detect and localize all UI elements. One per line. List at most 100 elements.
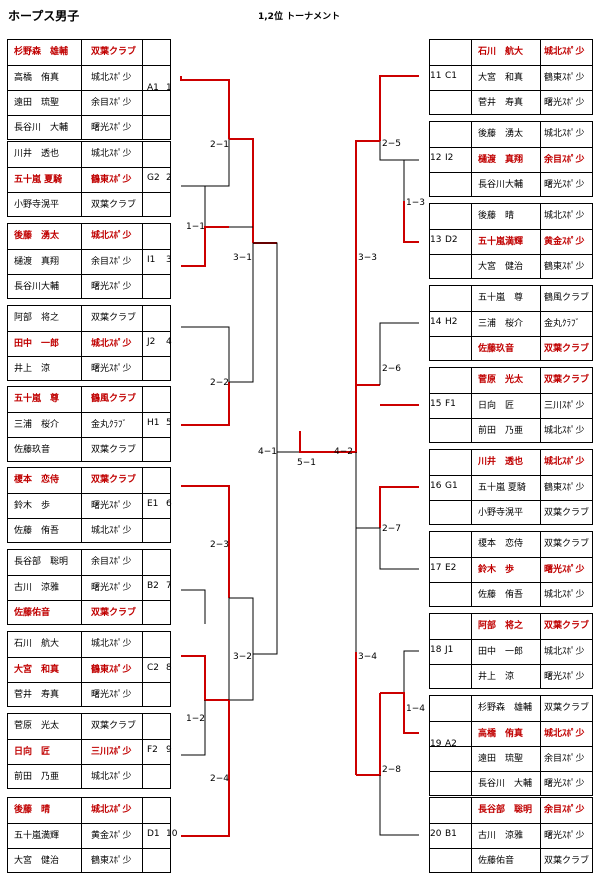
bracket-line [379,528,419,570]
bracket-line [403,159,419,201]
player-row: 井上 涼曙光ｽﾎﾟ少 [8,356,170,381]
player-row: 古川 涼雅曙光ｽﾎﾟ少 [8,575,170,600]
player-row: 五十嵐満輝黄金ｽﾎﾟ少 [8,823,170,848]
player-name: 石川 航大 [478,47,524,57]
column-divider [540,286,541,360]
seed-number: 18 [430,644,442,655]
group-code: C2 [147,662,160,673]
player-club: 城北ｽﾎﾟ少 [91,339,132,349]
player-club: 双葉クラブ [544,508,590,518]
seed-number: 7 [166,580,172,591]
player-name: 後藤 晴 [14,805,51,815]
player-row: 田中 一郎城北ｽﾎﾟ少 [430,639,592,664]
bracket-line-winner [355,140,380,257]
player-name: 川井 透也 [478,457,524,467]
group-code: I1 [147,254,156,265]
player-club: 城北ｽﾎﾟ少 [544,457,585,467]
column-divider [142,306,143,380]
team-block: 石川 航大城北ｽﾎﾟ少大宮 和真鶴東ｽﾎﾟ少菅井 寿真曙光ｽﾎﾟ少 [429,39,593,115]
group-code: D2 [445,234,458,245]
seed-number: 5 [166,417,172,428]
column-divider [540,450,541,524]
match-label: 1−2 [186,714,205,724]
player-row-winner: 大宮 和真鶴東ｽﾎﾟ少 [8,657,170,682]
player-name: 鈴木 歩 [478,565,515,575]
player-row: 高橋 侑真城北ｽﾎﾟ少 [8,65,170,90]
bracket-line-winner [180,76,230,139]
player-row-winner: 鈴木 歩曙光ｽﾎﾟ少 [430,557,592,582]
team-block: 川井 透也城北ｽﾎﾟ少五十嵐 夏騎鶴東ｽﾎﾟ少小野寺滉平双葉クラブ [429,449,593,525]
match-label: 4−1 [258,447,277,457]
player-name: 菅井 寿真 [478,98,524,108]
player-club: 黄金ｽﾎﾟ少 [544,237,585,247]
player-name: 五十嵐満輝 [478,237,524,247]
seed-number: 8 [166,662,172,673]
player-name: 樋渡 真翔 [478,155,524,165]
player-row: 小野寺滉平双葉クラブ [430,500,592,525]
player-club: 金丸ｸﾗﾌﾞ [544,319,581,329]
seed-number: 6 [166,498,172,509]
player-name: 田中 一郎 [14,339,60,349]
player-row-winner: 長谷部 聡明余目ｽﾎﾟ少 [430,798,592,822]
group-code: F2 [147,744,158,755]
player-club: 鶴東ｽﾎﾟ少 [544,73,585,83]
team-block: 阿部 将之双葉クラブ田中 一郎城北ｽﾎﾟ少井上 涼曙光ｽﾎﾟ少 [429,613,593,689]
player-name: 後藤 湧太 [14,231,60,241]
team-block: 榎本 恋侍 双葉クラブ鈴木 歩曙光ｽﾎﾟ少佐藤 侑吾城北ｽﾎﾟ少 [7,467,171,543]
player-club: 双葉クラブ [544,703,590,713]
bracket-line-winner [356,693,381,776]
column-divider [142,632,143,706]
player-row-winner: 五十嵐満輝 黄金ｽﾎﾟ少 [430,229,592,254]
player-row: 佐藤 侑吾城北ｽﾎﾟ少 [8,518,170,543]
player-row: 長谷川 大輔曙光ｽﾎﾟ少 [430,771,592,796]
column-divider [471,450,472,524]
bracket-line-winner [380,692,419,734]
player-club: 余目ｽﾎﾟ少 [544,155,585,165]
column-divider [471,532,472,606]
player-name: 佐藤佑音 [14,608,51,618]
player-row: 長谷川 大輔曙光ｽﾎﾟ少 [8,115,170,140]
player-name: 大宮 和真 [478,73,524,83]
bracket-line-winner [181,226,229,267]
column-divider [142,714,143,788]
team-block: 菅原 光太双葉クラブ日向 匠三川ｽﾎﾟ少前田 乃亜城北ｽﾎﾟ少 [7,713,171,789]
player-row: 菅井 寿真曙光ｽﾎﾟ少 [430,90,592,115]
player-row-winner: 高橋 侑真城北ｽﾎﾟ少 [430,721,592,746]
column-divider [540,204,541,278]
bracket-line-winner [181,485,230,598]
player-name: 日向 匠 [14,747,51,757]
player-name: 樋渡 真翔 [14,257,60,267]
column-divider [471,204,472,278]
column-divider [81,224,82,298]
player-name: 川井 透也 [14,149,60,159]
column-divider [142,798,143,872]
column-divider [81,387,82,461]
player-name: 佐藤佑音 [478,856,515,866]
player-club: 鶴風クラブ [91,394,137,404]
player-row-winner: 後藤 湧太城北ｽﾎﾟ少 [8,224,170,248]
player-row-winner: 田中 一郎 城北ｽﾎﾟ少 [8,331,170,356]
player-row-winner: 五十嵐 夏騎鶴東ｽﾎﾟ少 [8,167,170,192]
player-club: 城北ｽﾎﾟ少 [91,526,132,536]
column-divider [471,368,472,442]
player-row: 佐藤佑音双葉クラブ [430,848,592,873]
match-label: 1−1 [186,222,205,232]
player-name: 榎本 恋侍 [14,475,60,485]
player-club: 双葉クラブ [91,475,137,485]
seed-number: 14 [430,316,442,327]
player-row: 樋渡 真翔余目ｽﾎﾟ少 [8,249,170,274]
player-name: 五十嵐 夏騎 [14,175,63,185]
match-label: 2−6 [382,364,401,374]
player-row: 鈴木 歩曙光ｽﾎﾟ少 [8,493,170,518]
player-club: 城北ｽﾎﾟ少 [544,129,585,139]
team-block: 杉野森 雄輔双葉クラブ高橋 侑真城北ｽﾎﾟ少遠田 琉聖余目ｽﾎﾟ少長谷川 大輔曙… [7,39,171,140]
player-name: 五十嵐 夏騎 [478,483,526,493]
match-label: 2−2 [210,378,229,388]
player-name: 古川 涼雅 [14,583,60,593]
bracket-line-winner [355,257,380,386]
player-name: 遠田 琉聖 [14,98,60,108]
player-name: 五十嵐 尊 [478,293,524,303]
column-divider [81,550,82,624]
player-row: 長谷川大輔曙光ｽﾎﾟ少 [430,172,592,197]
player-club: 余目ｽﾎﾟ少 [91,98,132,108]
